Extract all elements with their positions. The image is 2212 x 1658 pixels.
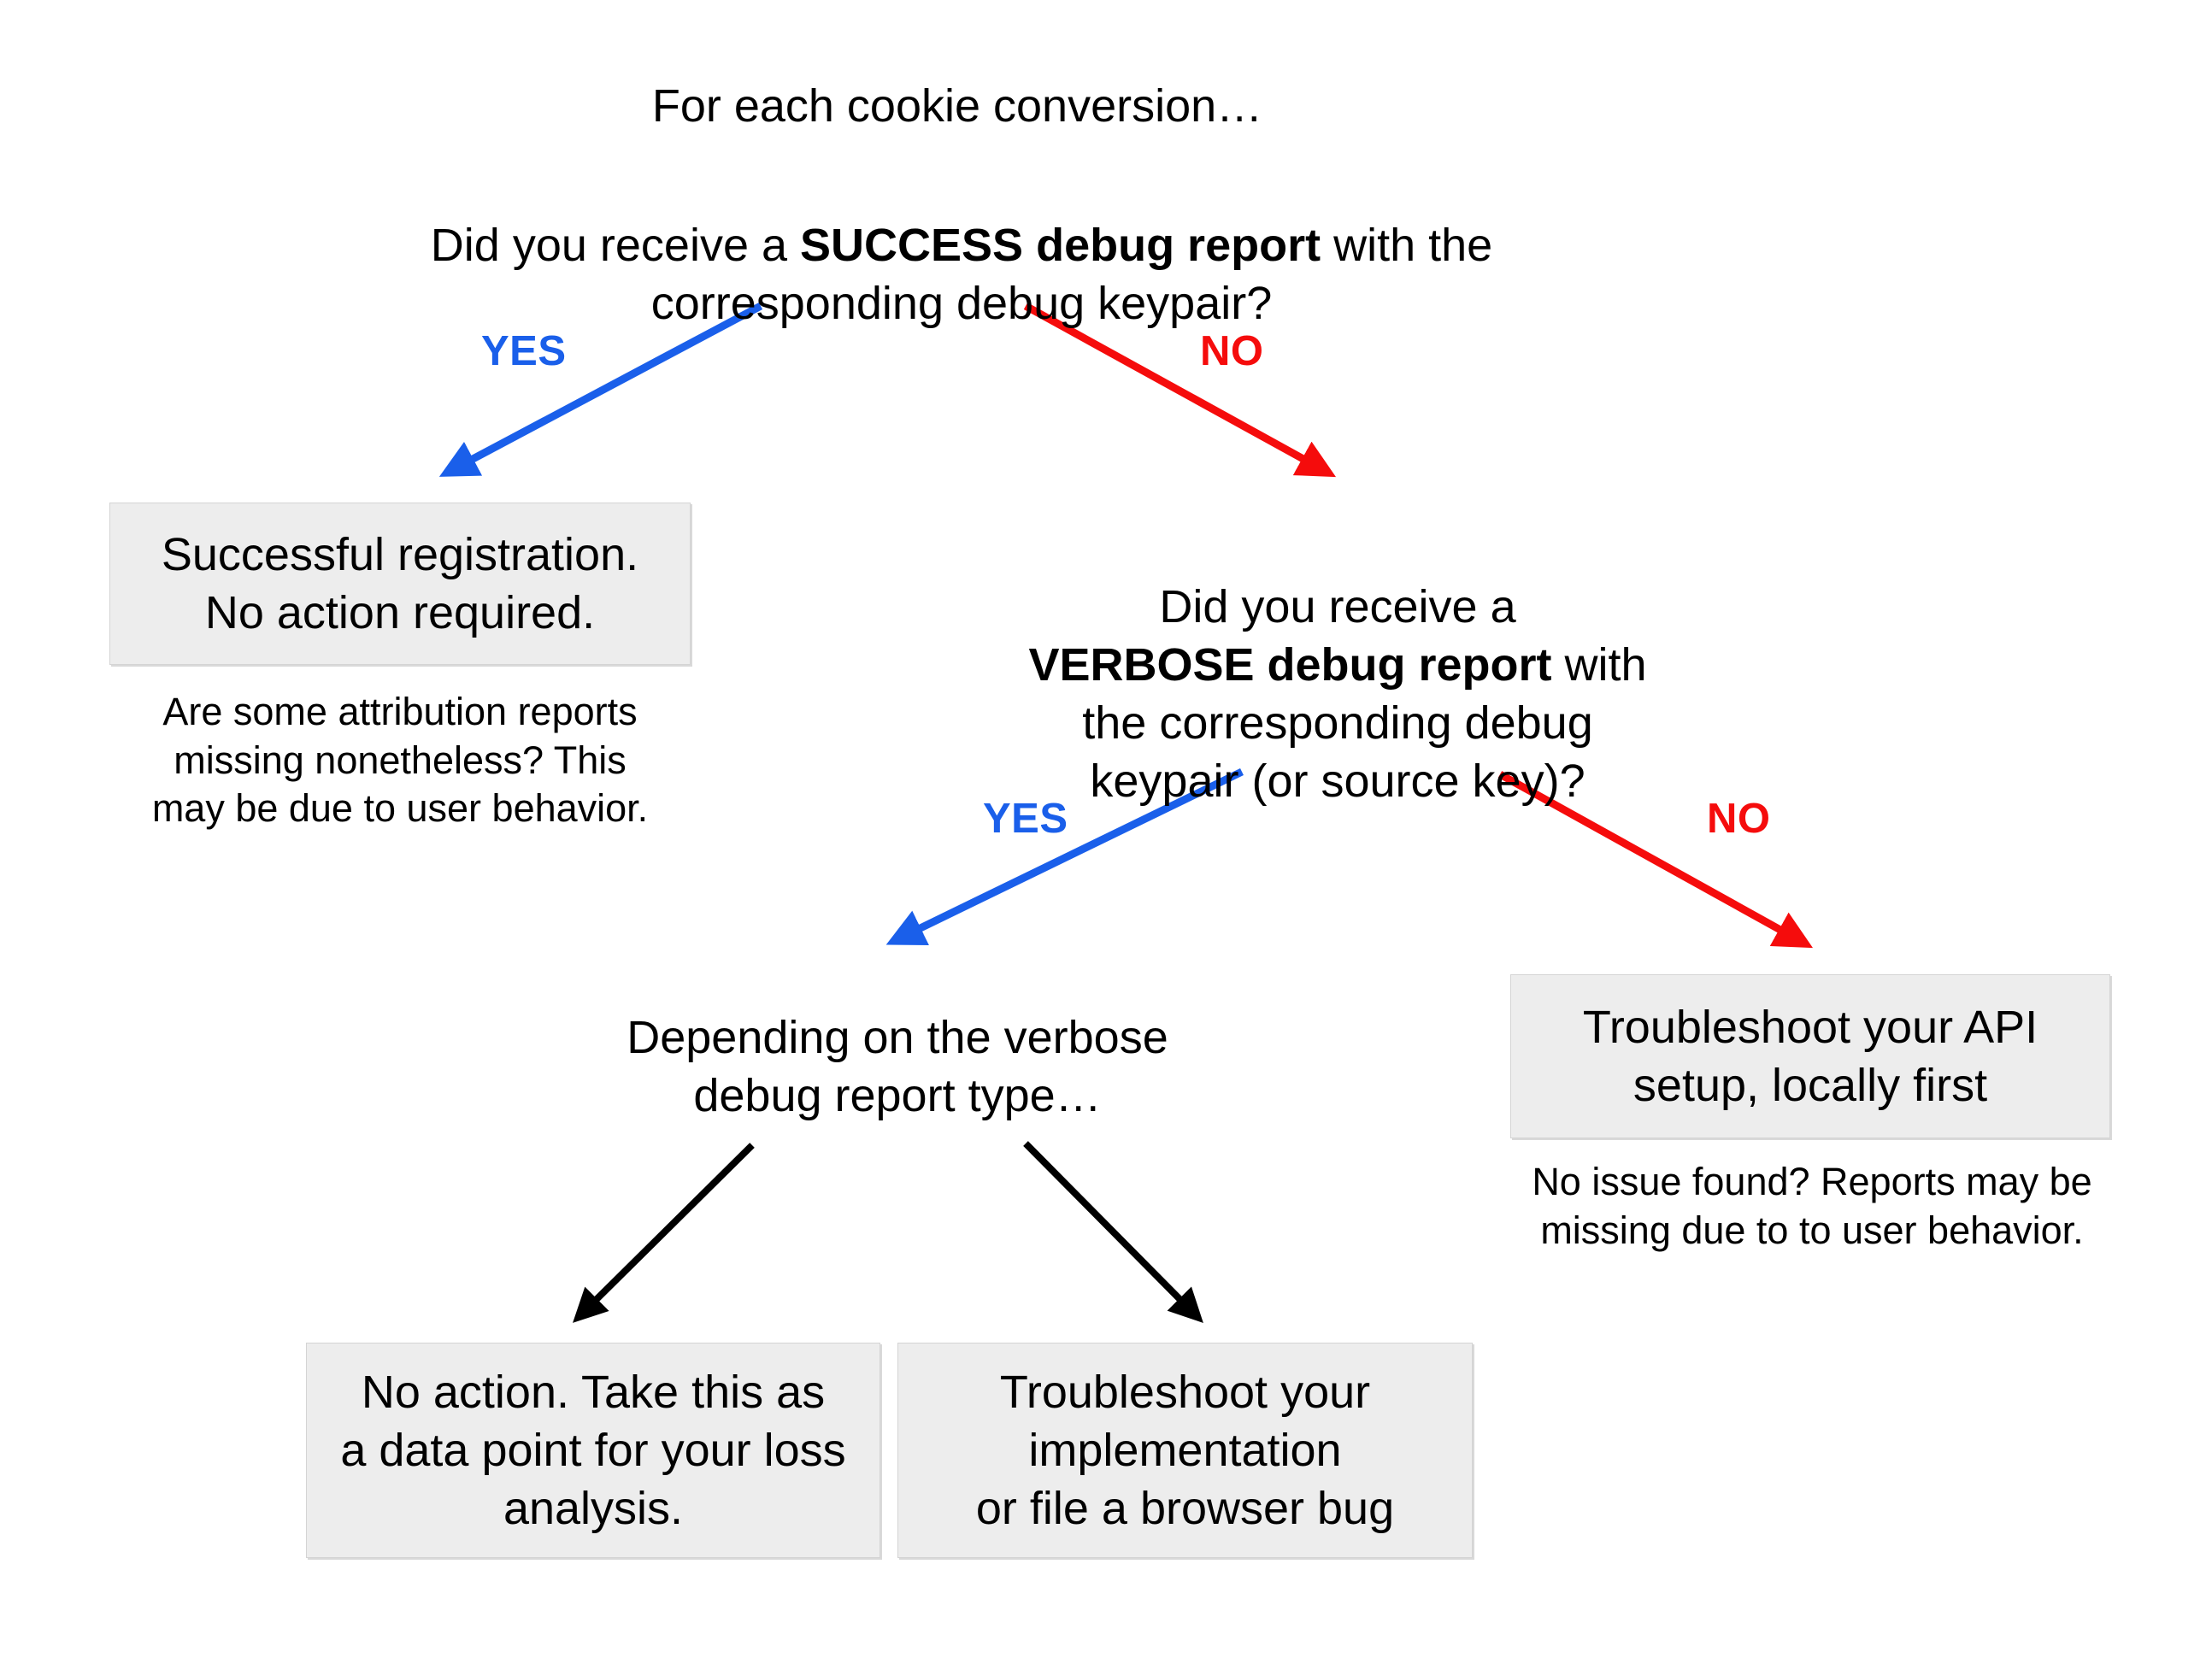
edge-dep-right-arrow: [1023, 1141, 1203, 1323]
question-2-suffix: with the corresponding debug keypair (or…: [1082, 639, 1647, 808]
question-2: Did you receive a VERBOSE debug report w…: [1009, 520, 1667, 810]
note-attribution-missing: Are some attribution reports missing non…: [151, 690, 649, 831]
question-2-bold: VERBOSE debug report: [1028, 639, 1552, 691]
edge-label-q1-no: NO: [1200, 328, 1264, 374]
box-successful-registration[interactable]: Successful registration. No action requi…: [109, 503, 691, 665]
box-troubleshoot-implementation[interactable]: Troubleshoot your implementation or file…: [897, 1343, 1473, 1558]
question-2-prefix: Did you receive a: [1159, 581, 1516, 633]
edge-dep-left-arrow: [573, 1143, 755, 1323]
question-1-suffix: with the corresponding debug keypair?: [650, 220, 1493, 330]
edge-label-q1-yes: YES: [481, 328, 567, 374]
edge-label-q2-yes: YES: [983, 796, 1068, 842]
box-no-action-loss-analysis[interactable]: No action. Take this as a data point for…: [306, 1343, 880, 1558]
box-troubleshoot-api-setup[interactable]: Troubleshoot your API setup, locally fir…: [1510, 974, 2110, 1138]
depending-on-type-text: Depending on the verbose debug report ty…: [627, 1012, 1168, 1122]
edge-label-q2-no: NO: [1707, 796, 1771, 842]
note-no-issue-found: No issue found? Reports may be missing d…: [1532, 1160, 2092, 1252]
question-1: Did you receive a SUCCESS debug report w…: [256, 158, 1667, 332]
intro-text: For each cookie conversion…: [651, 80, 1263, 132]
question-1-prefix: Did you receive a: [430, 220, 801, 272]
question-1-bold: SUCCESS debug report: [800, 220, 1321, 272]
